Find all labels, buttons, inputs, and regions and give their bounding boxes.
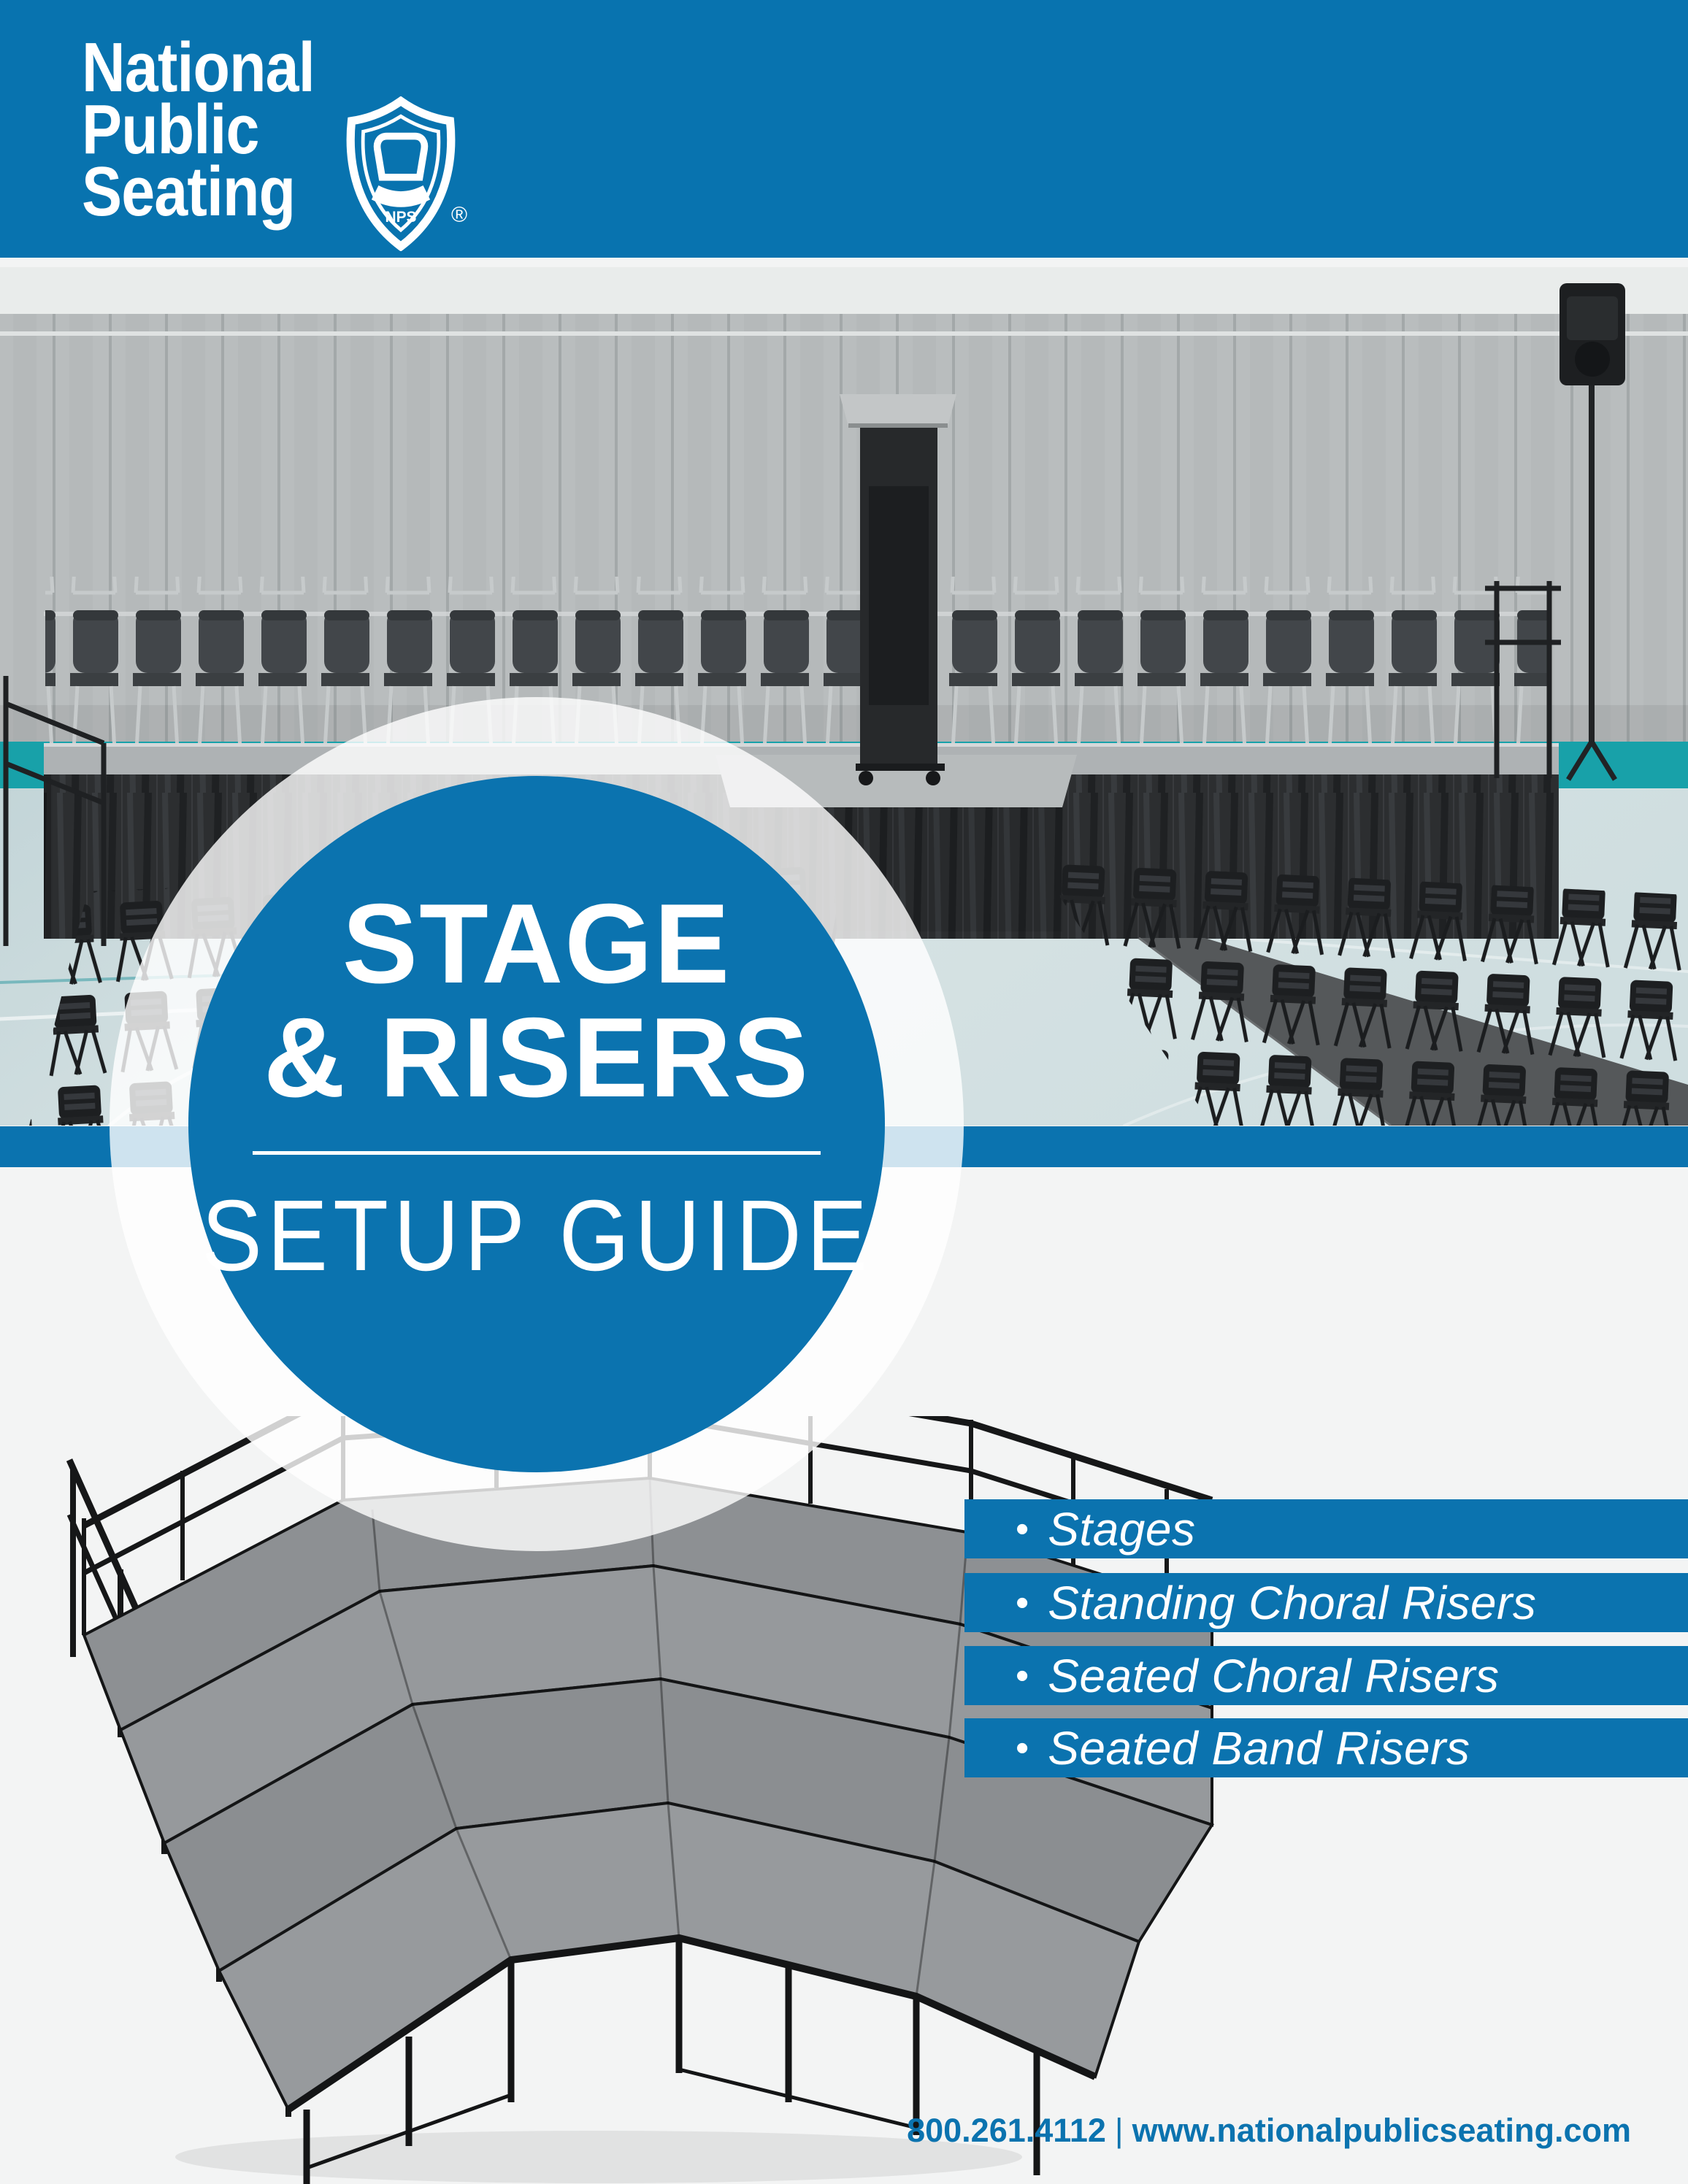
header-banner: National Public Seating NPS ® bbox=[0, 0, 1688, 258]
audience-chairs-right bbox=[1037, 862, 1688, 1126]
topic-bar-standing-choral-risers: • Standing Choral Risers bbox=[964, 1573, 1688, 1632]
shield-label: NPS bbox=[385, 209, 417, 226]
speaker-icon bbox=[1560, 283, 1625, 781]
separator: | bbox=[1114, 2112, 1124, 2149]
bullet-icon: • bbox=[1016, 1726, 1029, 1769]
topic-label: Seated Band Risers bbox=[1048, 1721, 1470, 1774]
bullet-icon: • bbox=[1016, 1654, 1029, 1697]
topic-bar-seated-band-risers: • Seated Band Risers bbox=[964, 1718, 1688, 1777]
logo-line-2: Public bbox=[82, 91, 259, 169]
stage-railings bbox=[3, 581, 1561, 946]
riser-legs bbox=[286, 1934, 1097, 2184]
topic-label: Standing Choral Risers bbox=[1048, 1576, 1537, 1629]
riser-decks bbox=[82, 1476, 1215, 2112]
topic-label: Seated Choral Risers bbox=[1048, 1649, 1500, 1702]
topic-bar-stages: • Stages bbox=[964, 1499, 1688, 1558]
hero-circle: STAGE & RISERS SETUP GUIDE bbox=[188, 776, 885, 1472]
footer-contact: 800.261.4112|www.nationalpublicseating.c… bbox=[907, 2112, 1631, 2150]
logo-line-3: Seating bbox=[82, 153, 296, 231]
nps-shield-icon: NPS bbox=[342, 96, 460, 252]
website-link: www.nationalpublicseating.com bbox=[1132, 2112, 1631, 2149]
stage-chair-row bbox=[45, 577, 1548, 746]
phone-number: 800.261.4112 bbox=[907, 2112, 1106, 2149]
company-logo: National Public Seating bbox=[82, 28, 315, 231]
topic-bar-seated-choral-risers: • Seated Choral Risers bbox=[964, 1646, 1688, 1705]
bullet-icon: • bbox=[1016, 1507, 1029, 1550]
podium bbox=[840, 394, 956, 785]
logo-line-1: National bbox=[82, 28, 315, 107]
topic-label: Stages bbox=[1048, 1502, 1196, 1556]
registered-trademark: ® bbox=[451, 203, 468, 227]
hero-divider bbox=[253, 1151, 821, 1155]
bullet-icon: • bbox=[1016, 1581, 1029, 1624]
hero-subtitle: SETUP GUIDE bbox=[201, 1180, 872, 1292]
hero-title-line2: & RISERS bbox=[263, 994, 810, 1120]
hero-title-line1: STAGE bbox=[342, 880, 732, 1007]
